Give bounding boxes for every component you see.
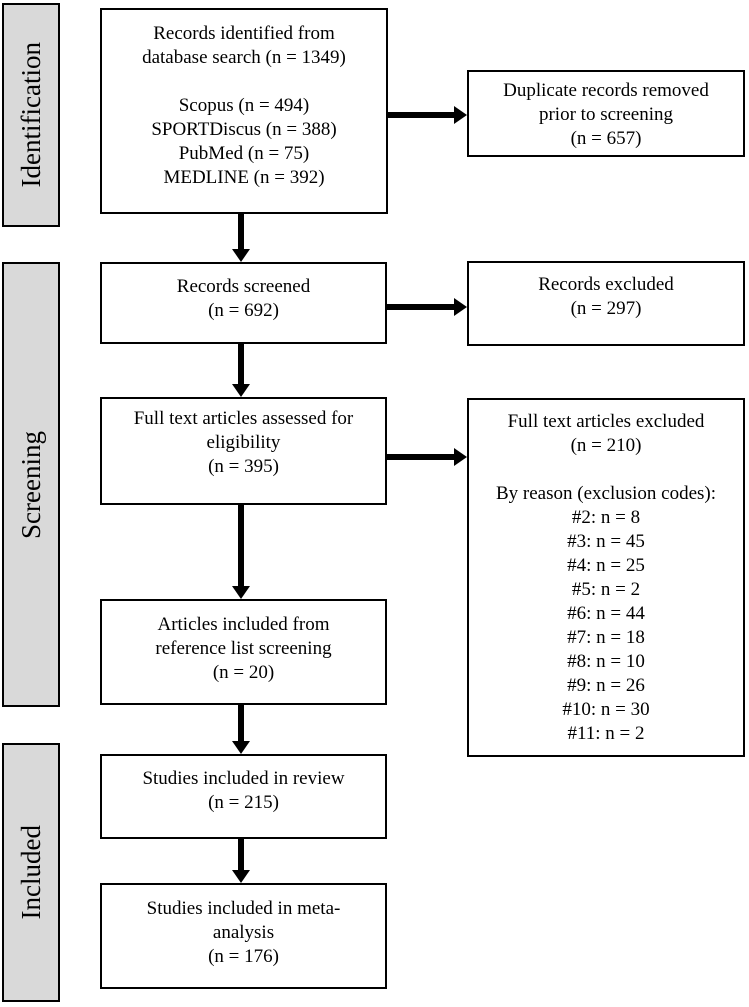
box-text-line: (n = 215) (208, 792, 279, 813)
stage-label-screening: Screening (2, 262, 60, 707)
arrow-right-icon (454, 298, 467, 316)
arrow-fulltext-to-reference (232, 505, 250, 599)
exclusion-code: #7: n = 18 (567, 627, 645, 648)
arrow-right-icon (454, 448, 467, 466)
box-text-line: (n = 210) (570, 435, 642, 456)
box-records-excluded: Records excluded (n = 297) (467, 261, 745, 346)
arrow-down-icon (232, 384, 250, 397)
box-text-line: (n = 657) (570, 128, 642, 149)
blank-line (469, 458, 743, 482)
box-text-line: Scopus (n = 494) (178, 95, 310, 116)
box-fulltext-assessed: Full text articles assessed for eligibil… (100, 397, 387, 505)
arrow-down-icon (232, 870, 250, 883)
box-text-line: By reason (exclusion codes): (495, 483, 717, 504)
arrow-right-icon (454, 106, 467, 124)
arrow-screened-to-fulltext (232, 344, 250, 397)
box-text-line: reference list screening (155, 638, 332, 659)
arrow-review-to-meta (232, 839, 250, 883)
box-text-line: Records screened (176, 276, 311, 297)
exclusion-code: #8: n = 10 (567, 651, 645, 672)
box-text-line: eligibility (206, 432, 281, 453)
box-text-line: Full text articles excluded (507, 411, 705, 432)
arrow-fulltext-to-ftexcluded (387, 448, 467, 466)
box-text-line: Studies included in meta- (146, 898, 341, 919)
arrow-shaft (238, 214, 244, 250)
box-text-line: Articles included from (157, 614, 330, 635)
exclusion-code: #5: n = 2 (571, 579, 641, 600)
arrow-identified-to-duplicates (388, 106, 467, 124)
box-text-line: (n = 395) (208, 456, 279, 477)
box-reference-included: Articles included from reference list sc… (100, 599, 387, 705)
box-text-line: database search (n = 1349) (142, 47, 346, 68)
arrow-shaft (238, 705, 244, 742)
box-text-line: (n = 297) (570, 298, 642, 319)
box-text-line: prior to screening (538, 104, 673, 125)
box-duplicates-removed: Duplicate records removed prior to scree… (467, 70, 745, 157)
box-meta-included: Studies included in meta- analysis (n = … (100, 883, 387, 989)
box-text-line: PubMed (n = 75) (178, 143, 310, 164)
box-text-line: Studies included in review (142, 768, 345, 789)
stage-label-included: Included (2, 743, 60, 1002)
arrow-shaft (238, 344, 244, 385)
exclusion-code: #3: n = 45 (567, 531, 645, 552)
box-text-line: (n = 176) (208, 946, 279, 967)
arrow-down-icon (232, 741, 250, 754)
arrow-shaft (238, 839, 244, 871)
arrow-shaft (387, 304, 455, 310)
stage-label-screening-text: Screening (15, 430, 46, 539)
exclusion-code: #6: n = 44 (567, 603, 645, 624)
arrow-down-icon (232, 249, 250, 262)
exclusion-code: #10: n = 30 (562, 699, 650, 720)
arrow-down-icon (232, 586, 250, 599)
blank-line (102, 70, 386, 94)
box-review-included: Studies included in review (n = 215) (100, 754, 387, 839)
arrow-shaft (238, 505, 244, 587)
box-text-line: analysis (212, 922, 275, 943)
stage-label-identification-text: Identification (15, 42, 46, 188)
arrow-identified-to-screened (232, 214, 250, 262)
box-text-line: (n = 692) (208, 300, 279, 321)
arrow-shaft (387, 454, 455, 460)
exclusion-code: #11: n = 2 (567, 723, 645, 744)
stage-label-included-text: Included (15, 825, 46, 920)
exclusion-code: #9: n = 26 (567, 675, 645, 696)
box-text-line: Full text articles assessed for (133, 408, 354, 429)
exclusion-code: #4: n = 25 (567, 555, 645, 576)
box-text-line: Records excluded (538, 274, 674, 295)
arrow-shaft (388, 112, 455, 118)
box-text-line: MEDLINE (n = 392) (163, 167, 325, 188)
stage-label-identification: Identification (2, 3, 60, 227)
arrow-screened-to-excluded (387, 298, 467, 316)
box-records-identified: Records identified from database search … (100, 8, 388, 214)
box-records-screened: Records screened (n = 692) (100, 262, 387, 344)
box-text-line: (n = 20) (212, 662, 275, 683)
exclusion-code: #2: n = 8 (571, 507, 641, 528)
arrow-reference-to-review (232, 705, 250, 754)
box-text-line: SPORTDiscus (n = 388) (151, 119, 337, 140)
box-text-line: Duplicate records removed (503, 80, 709, 101)
box-fulltext-excluded: Full text articles excluded (n = 210) By… (467, 398, 745, 757)
box-text-line: Records identified from (153, 23, 335, 44)
